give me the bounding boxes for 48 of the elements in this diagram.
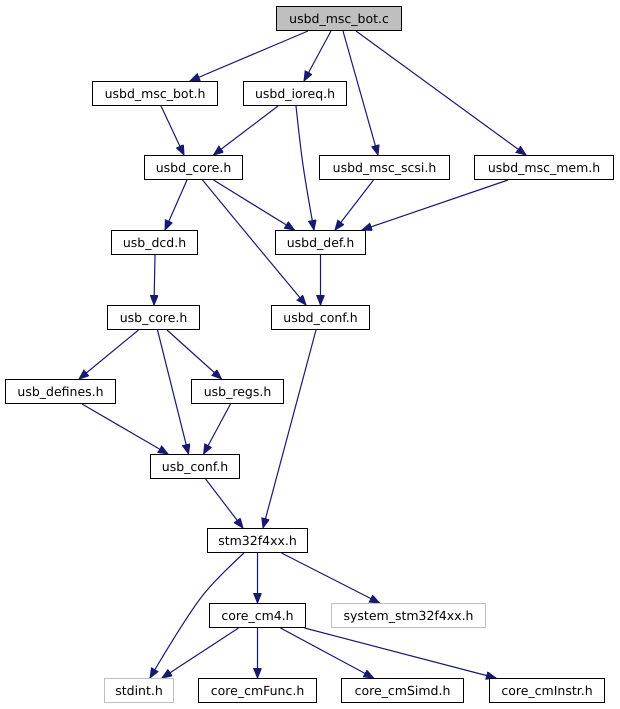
dependency-arrow xyxy=(261,330,317,528)
dependency-arrow xyxy=(190,30,308,82)
dependency-arrow xyxy=(202,180,306,306)
dependency-arrow xyxy=(281,552,380,604)
dependency-arrow xyxy=(203,404,232,454)
header-file-node: usb_regs.h xyxy=(191,379,284,404)
dependency-arrow xyxy=(342,30,380,156)
header-file-node: core_cmSimd.h xyxy=(341,678,464,703)
dependency-arrow xyxy=(253,553,262,604)
dependency-arrow xyxy=(162,628,239,678)
header-file-node: usbd_def.h xyxy=(275,230,366,255)
dependency-arrow xyxy=(164,180,188,230)
dependency-arrow xyxy=(280,627,374,679)
header-file-node: usbd_msc_mem.h xyxy=(474,155,614,180)
dependency-arrow xyxy=(304,627,496,680)
dependency-arrow xyxy=(150,254,159,306)
dependency-arrow xyxy=(213,179,295,231)
dependency-arrow xyxy=(316,255,325,306)
dependency-arrow xyxy=(362,179,508,232)
header-file-node: system_stm32f4xx.h xyxy=(331,603,486,628)
dependency-arrow xyxy=(78,330,139,380)
dependency-arrow xyxy=(160,106,185,156)
dependency-arrow xyxy=(156,330,190,454)
header-file-node: usb_conf.h xyxy=(150,454,240,479)
header-file-node: usbd_ioreq.h xyxy=(243,81,347,106)
header-file-node: core_cm4.h xyxy=(209,603,306,628)
dependency-arrow xyxy=(213,106,278,156)
dependency-arrow xyxy=(205,478,244,528)
header-file-node: core_cmFunc.h xyxy=(198,678,317,703)
header-file-node: usb_dcd.h xyxy=(111,230,198,255)
source-file-node: usbd_msc_bot.c xyxy=(276,6,402,31)
dependency-arrow xyxy=(303,30,332,82)
header-file-node: stm32f4xx.h xyxy=(207,528,308,553)
dependency-arrow xyxy=(253,628,262,678)
header-file-node: usbd_msc_bot.h xyxy=(92,81,218,106)
dependency-arrow xyxy=(82,403,168,455)
header-file-node: usbd_conf.h xyxy=(271,305,370,330)
header-file-node: usb_core.h xyxy=(107,305,200,330)
header-file-node: usb_defines.h xyxy=(5,379,116,404)
dependency-arrow xyxy=(334,180,374,230)
header-file-node: core_cmInstr.h xyxy=(489,678,605,703)
dependency-arrow xyxy=(295,106,317,230)
dependency-arrow xyxy=(356,30,526,156)
header-file-node: usbd_core.h xyxy=(144,155,243,180)
header-file-node: stdint.h xyxy=(104,678,174,703)
dependency-arrow xyxy=(149,552,244,678)
dependency-arrow xyxy=(166,330,222,380)
header-file-node: usbd_msc_scsi.h xyxy=(319,155,450,180)
